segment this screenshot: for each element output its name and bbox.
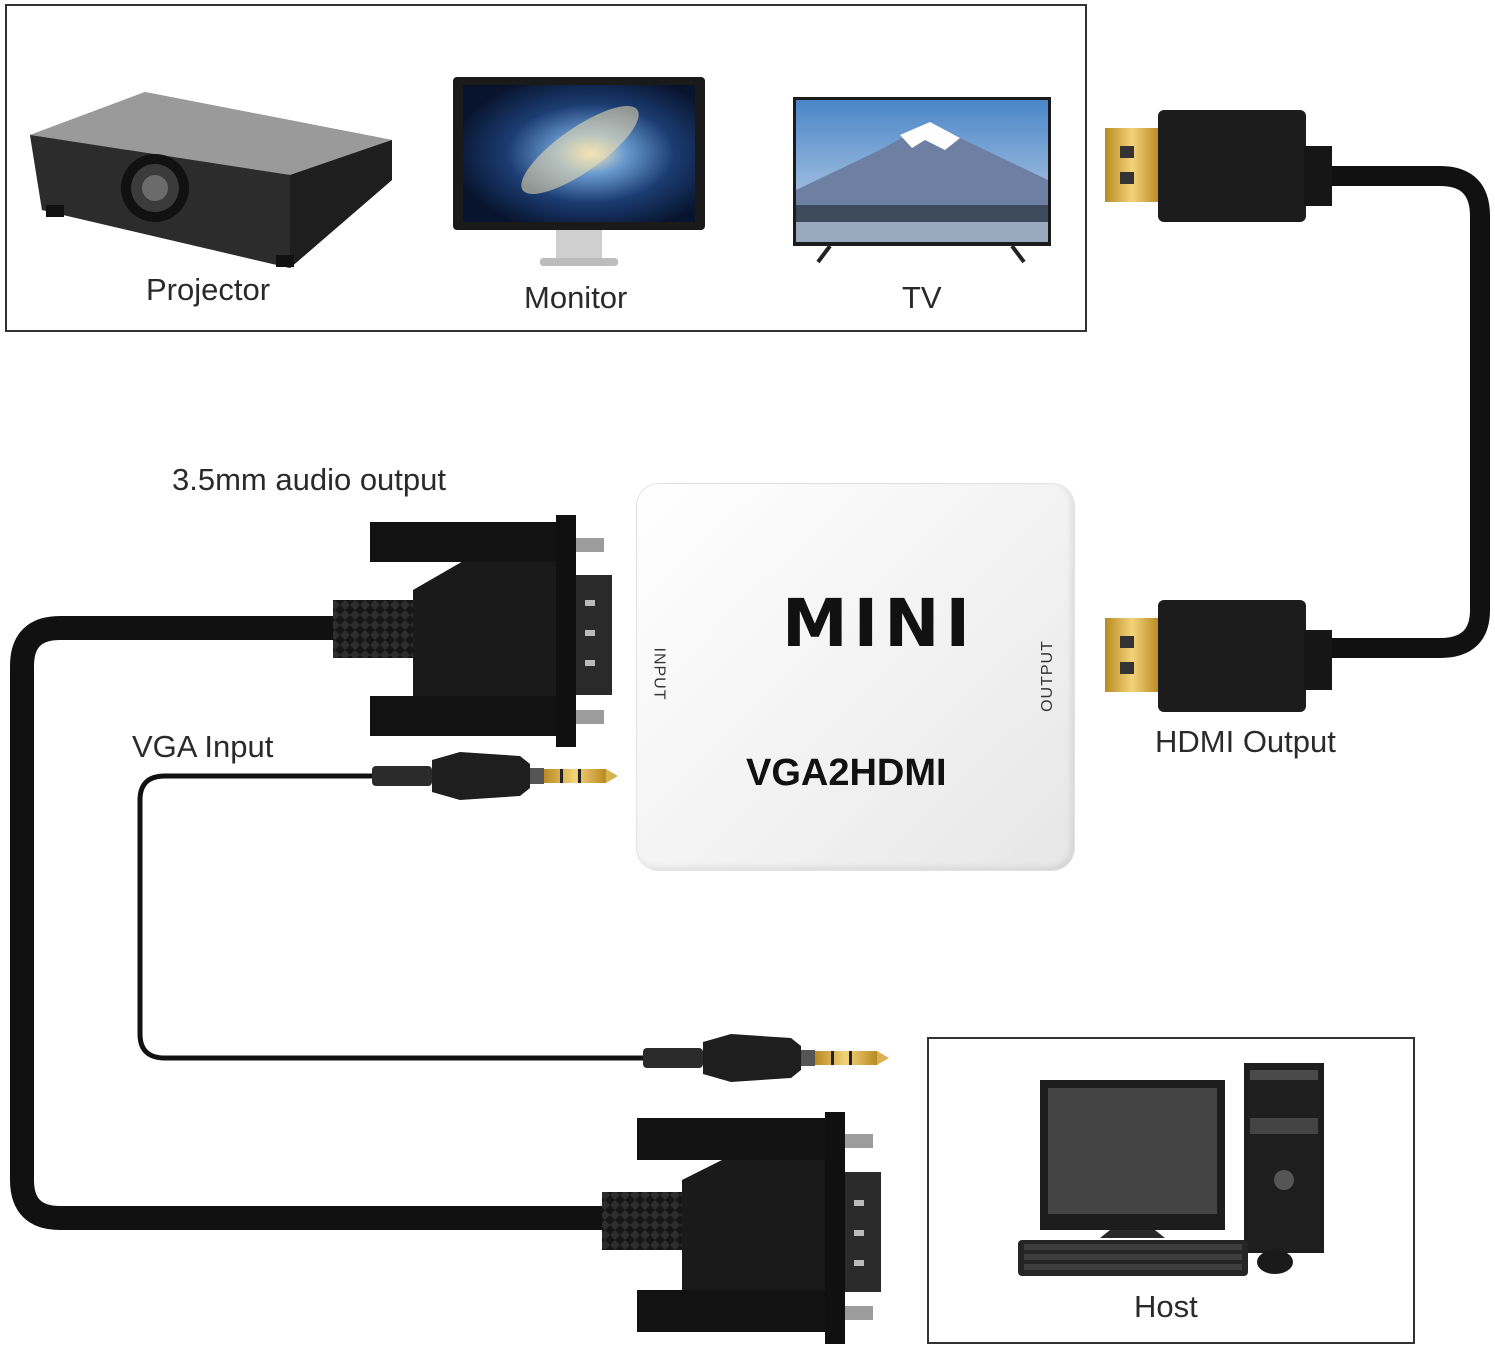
monitor-label: Monitor [524, 280, 628, 315]
converter-model-label: VGA2HDMI [746, 752, 947, 794]
input-port-label: INPUT [650, 647, 668, 701]
vga-plug-icon [333, 515, 612, 747]
hdmi-cable [1330, 166, 1490, 658]
projector-icon [30, 92, 392, 268]
hdmi-output-label: HDMI Output [1155, 724, 1336, 759]
vga-plug-icon [602, 1112, 881, 1344]
audio-jack-icon [372, 752, 618, 800]
vga-input-label: VGA Input [132, 729, 274, 764]
tv-icon [793, 97, 1051, 264]
desktop-computer-icon [1018, 1063, 1324, 1276]
monitor-icon [453, 77, 705, 266]
projector-label: Projector [146, 272, 271, 307]
audio-output-label: 3.5mm audio output [172, 462, 447, 497]
tv-label: TV [902, 280, 942, 315]
hdmi-plug-icon [1105, 110, 1332, 222]
audio-jack-icon [643, 1034, 889, 1082]
converter-mini-label: MINI [782, 585, 977, 662]
output-port-label: OUTPUT [1038, 640, 1056, 712]
host-label: Host [1134, 1289, 1198, 1324]
vga-cable [10, 616, 605, 1230]
vga2hdmi-converter [637, 484, 1074, 870]
audio-cable [137, 773, 645, 1061]
hdmi-plug-icon [1105, 600, 1332, 712]
